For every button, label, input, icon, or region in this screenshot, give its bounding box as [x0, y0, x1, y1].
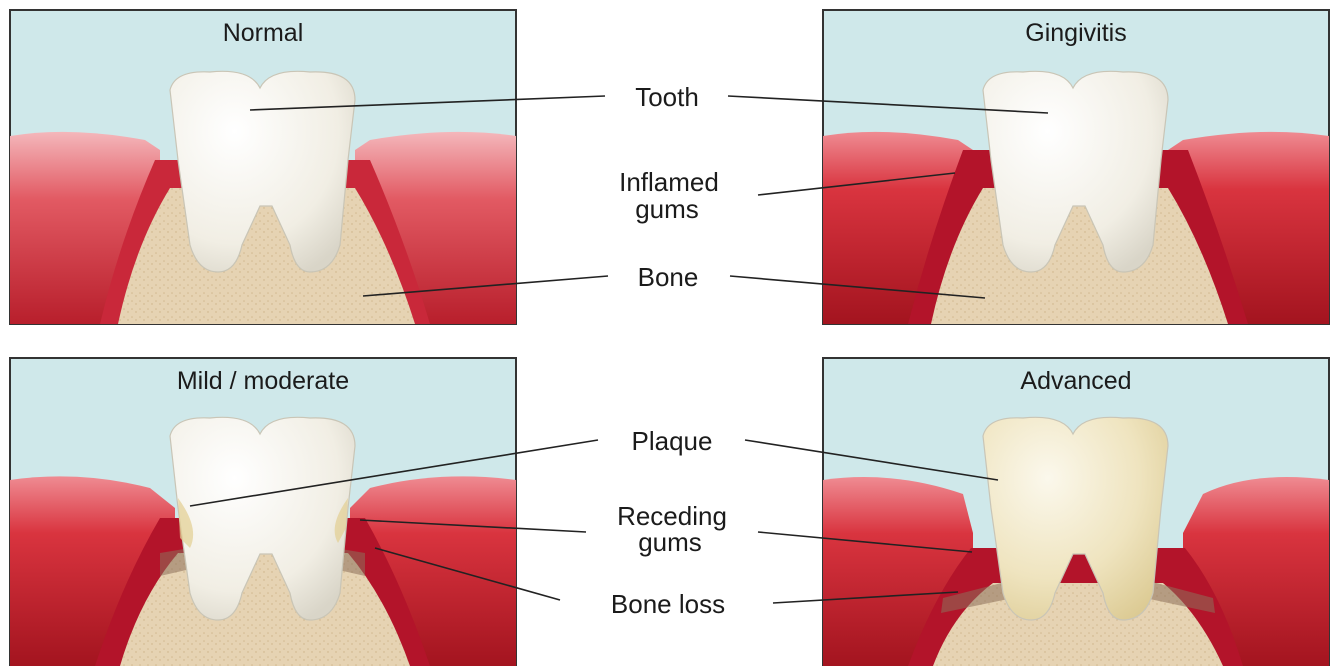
- panel-gingivitis: Gingivitis: [823, 10, 1329, 324]
- panel-moderate: Mild / moderate: [10, 358, 516, 666]
- panel-normal: Normal: [10, 10, 516, 324]
- label-plaque: Plaque: [632, 426, 713, 456]
- panel-title: Advanced: [1020, 367, 1131, 395]
- center-labels: Tooth Inflamed gums Bone Plaque Receding…: [611, 82, 727, 619]
- label-inflamed-line2: gums: [635, 194, 699, 224]
- label-receding-line2: gums: [638, 527, 702, 557]
- panel-title: Mild / moderate: [177, 367, 349, 395]
- panel-title: Normal: [223, 19, 304, 47]
- label-tooth: Tooth: [635, 82, 699, 112]
- panel-advanced: Advanced: [823, 358, 1329, 666]
- label-inflamed-line1: Inflamed: [619, 167, 719, 197]
- panel-title: Gingivitis: [1025, 19, 1126, 47]
- label-bone-loss: Bone loss: [611, 589, 725, 619]
- label-bone: Bone: [638, 262, 699, 292]
